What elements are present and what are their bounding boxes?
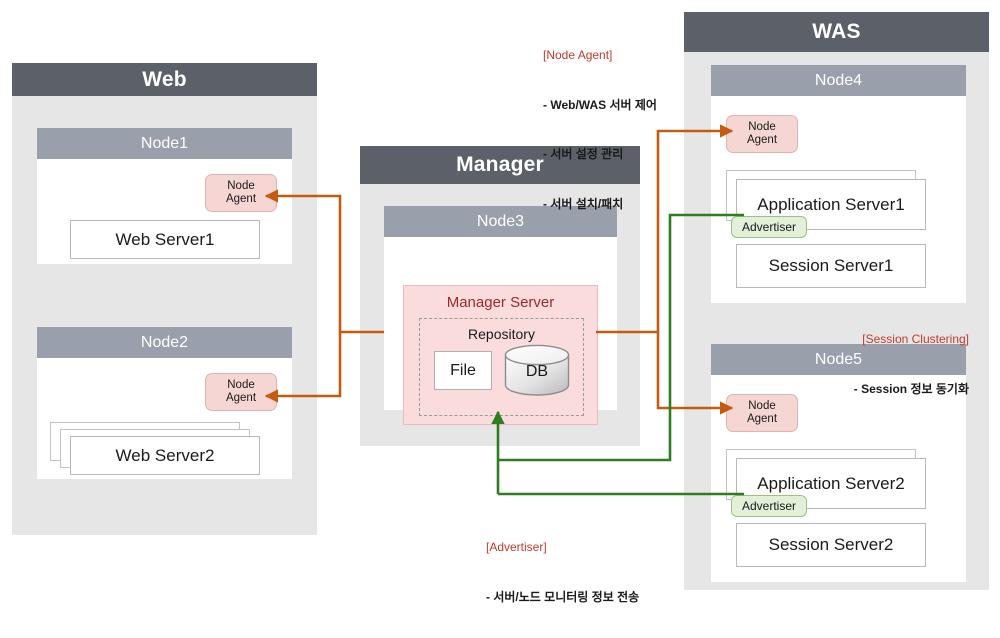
node-agent-node2[interactable]: Node Agent <box>205 373 277 411</box>
node2-body: Node Agent Web Server2 <box>37 358 292 479</box>
node-agent-label-line2: Agent <box>746 134 778 146</box>
advertiser-node4[interactable]: Advertiser <box>731 216 807 238</box>
advertiser-node5[interactable]: Advertiser <box>731 495 807 517</box>
annotation-node-agent-line-1: - Web/WAS 서버 제어 <box>543 97 657 112</box>
node4-body: Node Agent Application Server1 Advertise… <box>711 96 966 303</box>
node5-header: Node5 <box>711 344 966 375</box>
zone-was: WAS Node4 Node Agent Application Server1… <box>684 12 989 590</box>
zone-was-title: WAS <box>812 20 861 43</box>
annotation-node-agent: [Node Agent] - Web/WAS 서버 제어 - 서버 설정 관리 … <box>543 14 657 245</box>
zone-manager-title: Manager <box>456 153 544 176</box>
advertiser-label: Advertiser <box>741 499 797 513</box>
node3-body: Manager Server Repository File <box>384 237 617 425</box>
annotation-session-clustering-line-1: - Session 정보 동기화 <box>853 381 969 396</box>
repository-title: Repository <box>468 326 535 342</box>
repository: Repository File <box>419 318 584 416</box>
node2-header: Node2 <box>37 327 292 358</box>
node5-body: Node Agent Application Server2 Advertise… <box>711 375 966 582</box>
node-card-node5: Node5 Node Agent Application Server2 Adv… <box>711 344 966 582</box>
node-agent-node1[interactable]: Node Agent <box>205 174 277 212</box>
application-server-1[interactable]: Application Server1 <box>736 179 926 230</box>
file-store[interactable]: File <box>434 351 492 390</box>
annotation-node-agent-line-2: - 서버 설정 관리 <box>543 147 624 161</box>
node-card-node2: Node2 Node Agent Web Server2 <box>37 327 292 479</box>
web-server-2-label: Web Server2 <box>115 445 215 465</box>
web-server-2[interactable]: Web Server2 <box>70 436 260 475</box>
db-icon <box>504 344 570 396</box>
node-agent-label-line2: Agent <box>225 392 257 404</box>
application-server-1-label: Application Server1 <box>757 194 905 214</box>
manager-server-title: Manager Server <box>446 294 555 311</box>
annotation-session-clustering: [Session Clustering] - Session 정보 동기화 <box>729 298 969 430</box>
node4-header: Node4 <box>711 65 966 96</box>
annotation-advertiser-line-1: - 서버/노드 모니터링 정보 전송 <box>486 589 640 604</box>
session-server-1[interactable]: Session Server1 <box>736 244 926 288</box>
node-agent-label-line1: Node <box>227 180 255 192</box>
node-agent-label-line2: Agent <box>746 413 778 425</box>
node-agent-label-line1: Node <box>227 379 255 391</box>
annotation-session-clustering-heading: [Session Clustering] <box>862 332 969 346</box>
application-server-2-label: Application Server2 <box>757 473 905 493</box>
node1-body: Node Agent Web Server1 <box>37 159 292 264</box>
node-agent-label-line1: Node <box>748 400 776 412</box>
db-cylinder[interactable]: DB <box>504 344 570 396</box>
node3-title: Node3 <box>476 212 525 230</box>
web-server-1[interactable]: Web Server1 <box>70 220 260 259</box>
web-server-1-label: Web Server1 <box>115 229 215 249</box>
zone-web-title: Web <box>142 67 187 91</box>
file-store-label: File <box>450 361 476 379</box>
manager-server[interactable]: Manager Server Repository File <box>403 285 598 425</box>
zone-was-header: WAS <box>684 12 989 52</box>
node2-title: Node2 <box>140 333 189 351</box>
node4-title: Node4 <box>814 71 863 89</box>
node1-header: Node1 <box>37 128 292 159</box>
zone-web: Web Node1 Node Agent Web Server1 Node2 <box>12 63 317 535</box>
node-agent-label-line1: Node <box>748 121 776 133</box>
annotation-node-agent-heading: [Node Agent] <box>543 48 613 62</box>
advertiser-label: Advertiser <box>741 220 797 234</box>
session-server-2-label: Session Server2 <box>768 535 894 554</box>
annotation-advertiser: [Advertiser] - 서버/노드 모니터링 정보 전송 <box>486 506 639 638</box>
diagram-canvas: Web Node1 Node Agent Web Server1 Node2 <box>12 12 989 604</box>
node-card-node1: Node1 Node Agent Web Server1 <box>37 128 292 264</box>
node-agent-label-line2: Agent <box>225 193 257 205</box>
annotation-node-agent-line-3: - 서버 설치/패치 <box>543 196 624 211</box>
node1-title: Node1 <box>140 134 189 152</box>
zone-manager-header: Manager <box>360 146 640 184</box>
node-card-node4: Node4 Node Agent Application Server1 Adv… <box>711 65 966 303</box>
zone-web-header: Web <box>12 63 317 96</box>
node-agent-node4[interactable]: Node Agent <box>726 115 798 153</box>
annotation-advertiser-heading: [Advertiser] <box>486 540 547 554</box>
node5-title: Node5 <box>814 350 863 368</box>
session-server-2[interactable]: Session Server2 <box>736 523 926 567</box>
session-server-1-label: Session Server1 <box>768 256 894 275</box>
